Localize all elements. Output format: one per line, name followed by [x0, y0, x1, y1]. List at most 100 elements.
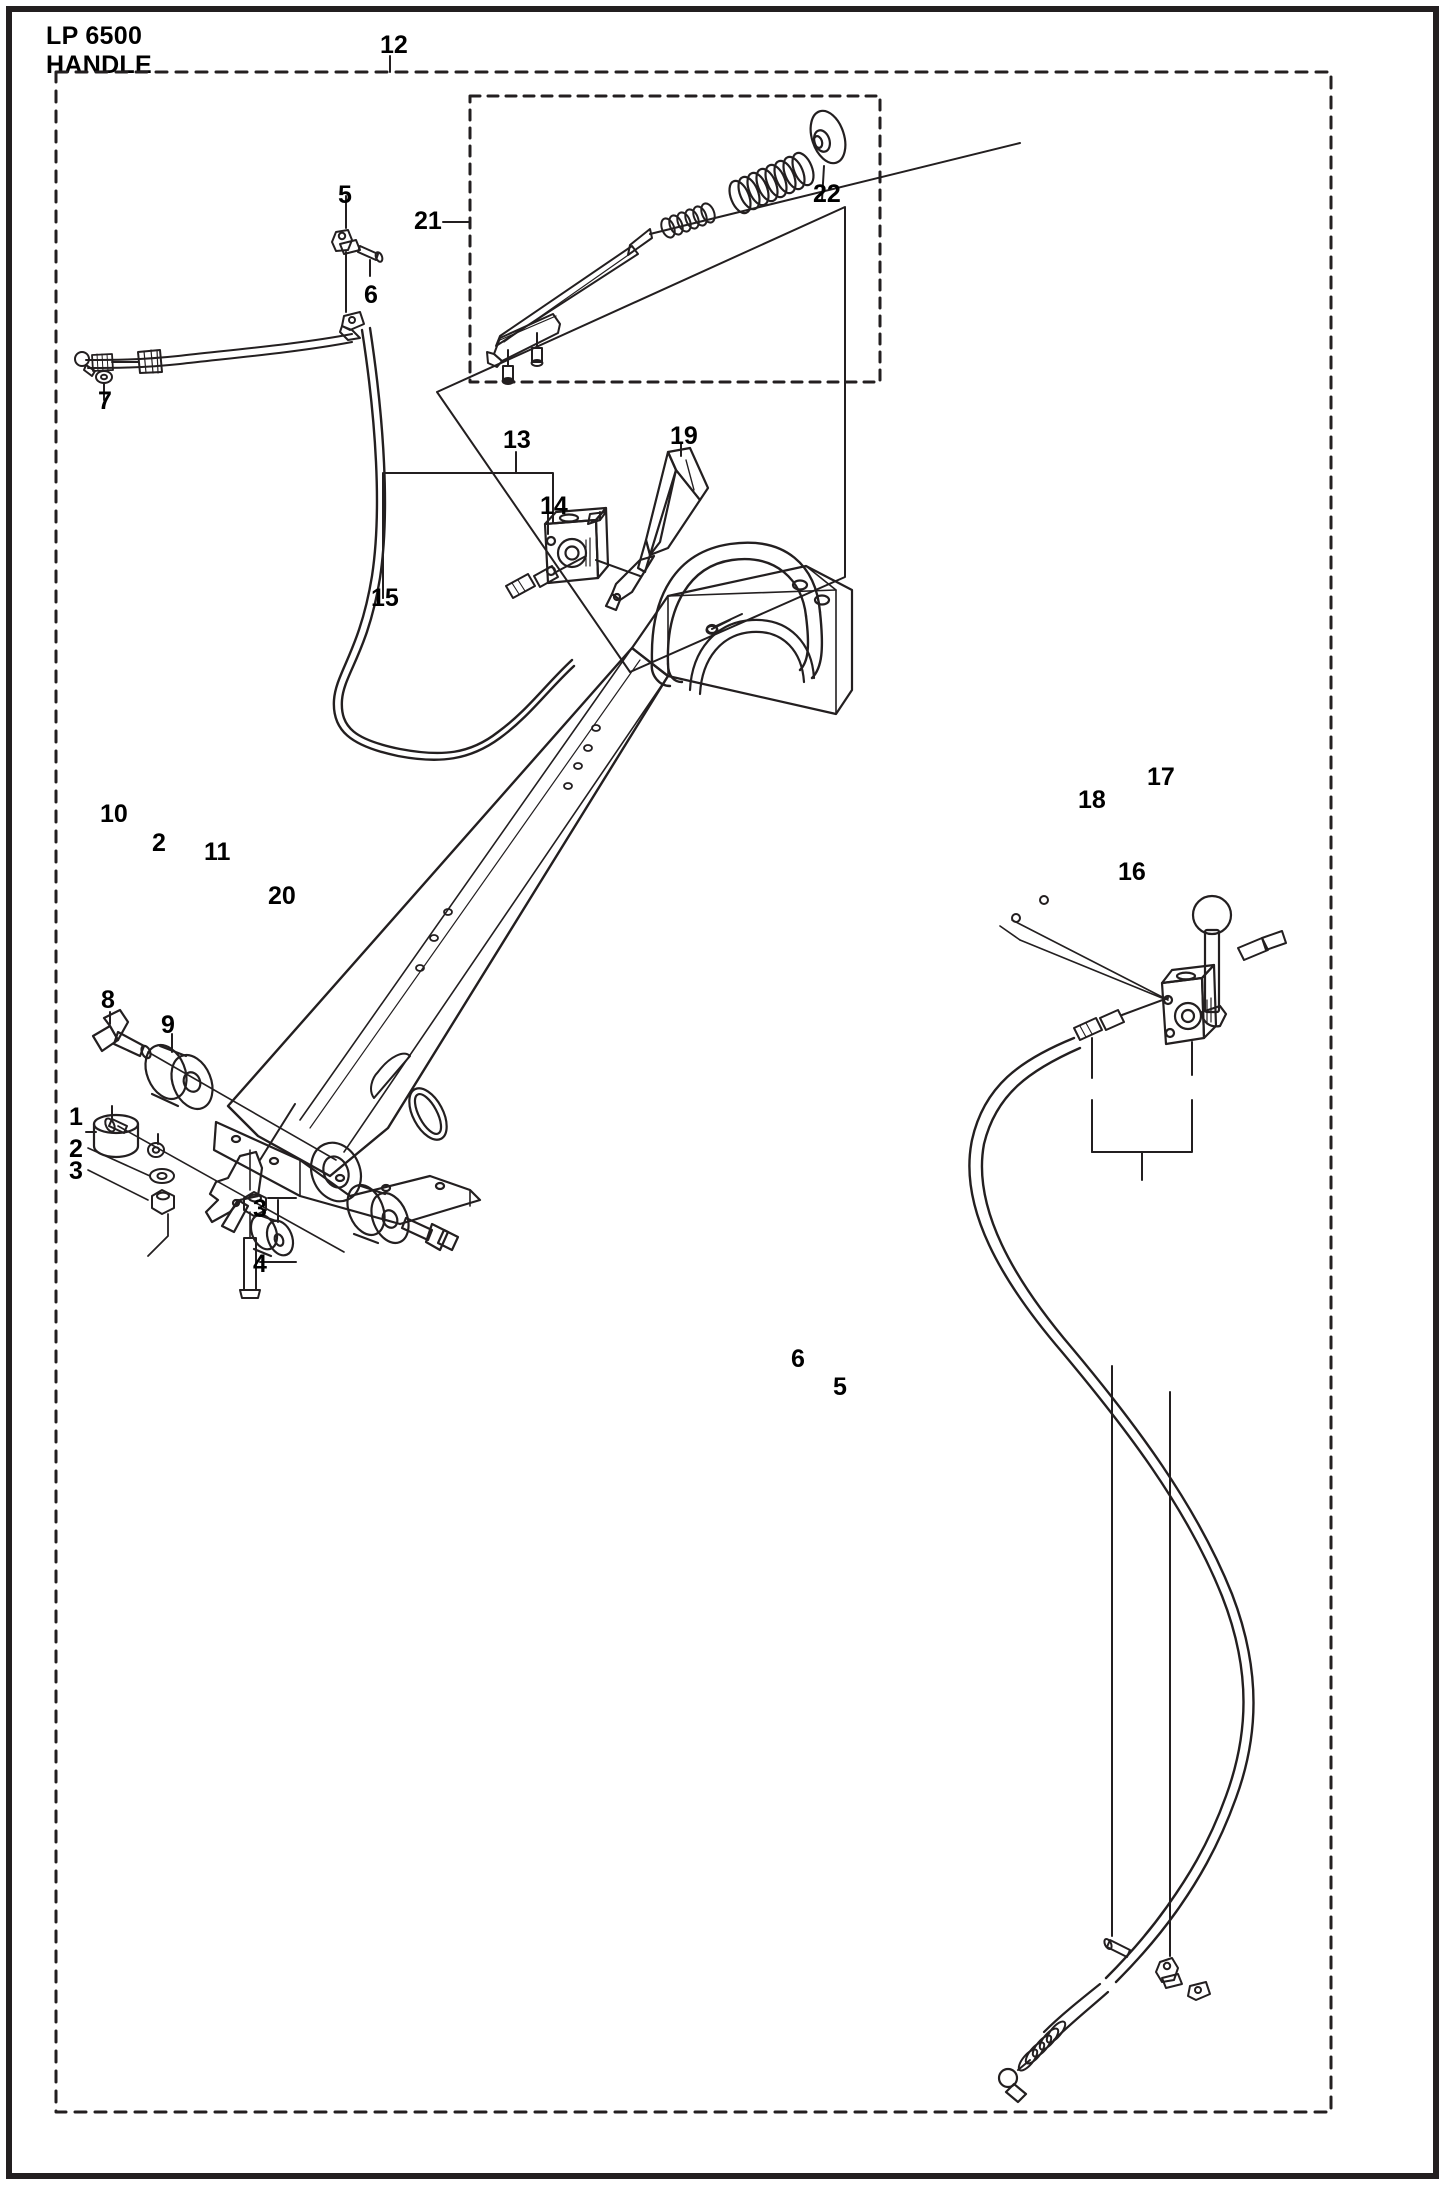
control-valve-nipple	[1237, 930, 1287, 961]
lower-cable-junction	[1187, 1981, 1211, 2001]
page-border	[6, 6, 1439, 2179]
boundary-12	[54, 70, 1333, 2114]
leader-2-base	[87, 1147, 151, 1177]
callout-21: 21	[414, 207, 442, 235]
callout-20: 20	[268, 882, 296, 910]
upper-cable-eye	[74, 351, 96, 377]
callout-15: 15	[371, 584, 399, 612]
valve-block-14-nipple	[587, 511, 607, 525]
upper-cable-outer	[85, 333, 353, 361]
assembly-line-latch	[117, 1125, 345, 1253]
callout-11: 11	[204, 838, 231, 866]
locknut-3-base	[151, 1189, 175, 1215]
upper-cable-adjuster	[137, 349, 163, 374]
upper-cable-junction	[339, 311, 365, 341]
callout-4: 4	[253, 1250, 267, 1278]
boom-slot	[370, 1052, 411, 1099]
screw-6-upper	[357, 245, 384, 263]
throttle-cable-ferrule-a	[505, 573, 536, 599]
control-valve-17	[1160, 963, 1218, 1046]
damper-small-coil	[660, 202, 716, 239]
assembly-line-8-9	[147, 1051, 337, 1161]
boundary-21	[468, 94, 882, 384]
pivot-bolt-8	[91, 1008, 152, 1060]
bale-handle-loop	[650, 541, 824, 688]
screw-6-lower	[1103, 1937, 1131, 1958]
lower-cable-outer	[968, 1036, 1245, 1980]
callout-10: 10	[100, 800, 128, 828]
washer-2-base	[149, 1168, 175, 1184]
trigger-lever-19	[636, 446, 710, 574]
bale-handle-inner-loop	[688, 618, 816, 696]
callout-5-upper: 5	[338, 181, 352, 209]
callout-3-plate: 3	[253, 1195, 267, 1223]
lower-cable-eye	[997, 2067, 1028, 2104]
lower-cable-stub	[1017, 2059, 1031, 2071]
cable-bracket-5-lower	[1155, 1957, 1183, 1989]
callout-7: 7	[98, 387, 112, 415]
callout-8: 8	[101, 986, 115, 1014]
callout-16: 16	[1118, 858, 1146, 886]
bracket-16	[1091, 1099, 1193, 1153]
title-line-machine: LP 6500	[46, 22, 143, 50]
bolt-4	[239, 1211, 261, 1299]
callout-18: 18	[1078, 786, 1106, 814]
boom-ring	[408, 1087, 448, 1141]
upper-cable-inner	[87, 341, 353, 369]
lower-bushing	[346, 1183, 410, 1245]
callout-6-lower: 6	[791, 1345, 805, 1373]
bracket-13	[382, 472, 554, 599]
clamp-bolt-right	[530, 332, 544, 367]
callout-3-base: 3	[69, 1157, 83, 1185]
callout-1: 1	[69, 1103, 83, 1131]
handle-topbar	[705, 613, 743, 635]
throttle-cable-ferrule-b	[533, 565, 559, 588]
callout-13: 13	[503, 426, 531, 454]
callout-6-upper: 6	[364, 281, 378, 309]
leader-22	[821, 165, 825, 201]
clamp-bolt-left	[501, 349, 515, 385]
damper-end-disc	[809, 109, 847, 165]
handle-boom	[226, 646, 670, 1178]
lower-bolt	[400, 1216, 460, 1252]
throttle-cable-wire	[555, 555, 587, 573]
control-cable-ferrule	[1073, 1009, 1125, 1041]
callout-2-latch: 2	[152, 829, 166, 857]
damper-tube-cap	[627, 228, 653, 256]
callout-12: 12	[380, 31, 408, 59]
upper-cable-threaded-end	[91, 353, 114, 372]
valve-link-b	[1011, 919, 1169, 1001]
lower-cable-inner	[980, 1046, 1255, 1984]
base-bracket-ghost	[147, 1213, 169, 1257]
callout-17: 17	[1147, 763, 1175, 791]
throttle-cable-inner	[340, 326, 574, 755]
callout-19: 19	[670, 422, 698, 450]
control-cable-wire	[1121, 997, 1169, 1016]
washer-7	[95, 370, 113, 384]
pin-10	[104, 1117, 128, 1134]
trigger-arm-lower	[604, 554, 656, 612]
throttle-cable-outer	[332, 328, 576, 761]
lower-cable-boot	[1017, 2020, 1067, 2072]
callout-5-lower: 5	[833, 1373, 847, 1401]
handle-link-eyes	[1011, 895, 1049, 923]
perspective-plane	[436, 206, 846, 673]
callout-9: 9	[161, 1011, 175, 1039]
damper-rod	[649, 142, 1021, 235]
leader-3-base	[87, 1169, 149, 1201]
valve-link-a	[1019, 939, 1163, 999]
callout-22: 22	[813, 180, 841, 208]
page-title: LP 6500 HANDLE	[46, 22, 152, 80]
rubber-cap-1	[92, 1113, 140, 1159]
locknut-3-plate	[243, 1191, 267, 1217]
bushing-9	[144, 1043, 214, 1111]
damper-main-spring	[728, 151, 815, 215]
lower-cable-tail	[1042, 1982, 1110, 2042]
cable-bracket-5-upper	[331, 229, 361, 255]
cable-clamp-plate	[486, 313, 561, 368]
control-lever-knob	[1191, 894, 1233, 1028]
boom-rivets	[415, 724, 601, 972]
title-line-section: HANDLE	[46, 51, 152, 79]
